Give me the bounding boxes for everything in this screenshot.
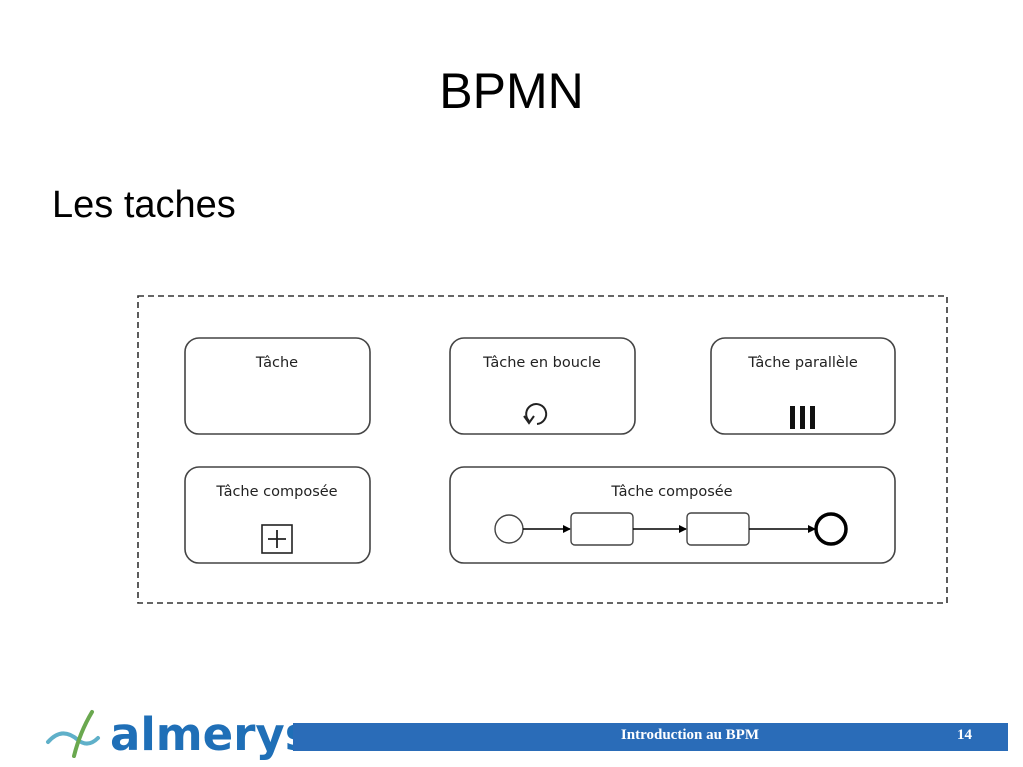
footer-title: Introduction au BPM xyxy=(620,727,759,743)
slide-title: BPMN xyxy=(439,63,584,119)
page-number: 14 xyxy=(957,727,972,743)
task-subprocess-expanded: Tâche composée xyxy=(449,466,896,564)
inner-task xyxy=(686,512,750,546)
slide-subtitle: Les taches xyxy=(52,184,236,226)
task-label: Tâche parallèle xyxy=(747,355,858,371)
task-loop: Tâche en boucle xyxy=(449,337,636,435)
task-label: Tâche composée xyxy=(215,484,337,500)
task-label: Tâche xyxy=(255,355,298,371)
task-plain: Tâche xyxy=(184,337,371,435)
task-parallel: Tâche parallèle xyxy=(710,337,896,435)
inner-task xyxy=(570,512,634,546)
task-label: Tâche composée xyxy=(610,484,732,500)
almerys-logo-mark xyxy=(46,710,100,758)
start-event xyxy=(494,514,524,544)
loop-icon xyxy=(523,403,548,425)
task-label: Tâche en boucle xyxy=(482,355,601,371)
task-subprocess-collapsed: Tâche composée xyxy=(184,466,371,564)
group-frame xyxy=(137,295,948,604)
almerys-logo-text: almerys xyxy=(110,708,312,761)
footer-bar: Introduction au BPM 14 xyxy=(293,723,1008,751)
plus-icon xyxy=(261,524,293,554)
end-event xyxy=(814,512,848,546)
parallel-icon xyxy=(790,406,815,429)
